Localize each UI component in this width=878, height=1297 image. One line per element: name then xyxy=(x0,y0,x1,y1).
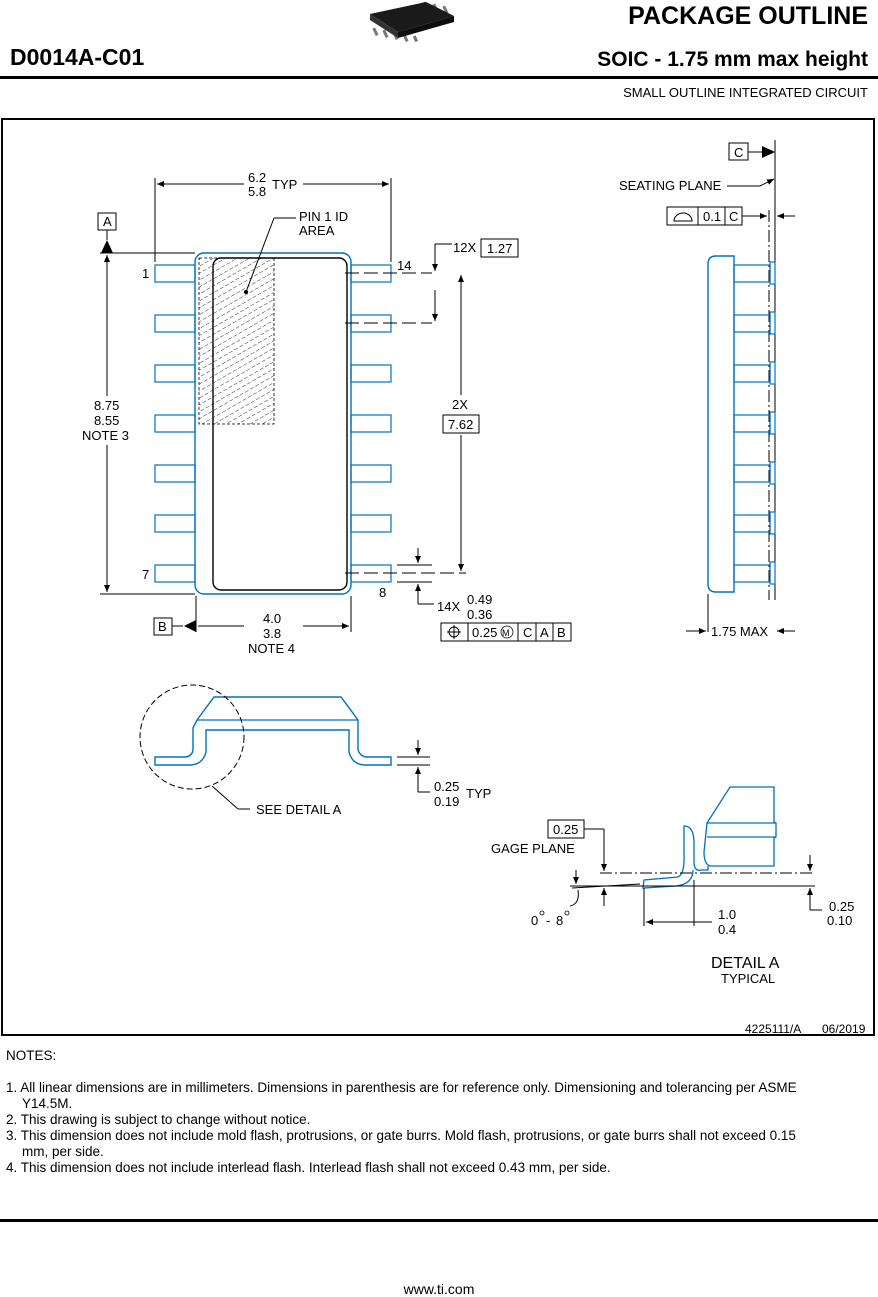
drawing-id: 4225111/A xyxy=(745,1022,801,1036)
datum-a-label: A xyxy=(103,214,112,229)
pin1-label-line2: AREA xyxy=(299,223,335,238)
side-view: C SEATING PLANE 0.1 C xyxy=(619,140,795,639)
max-height-label: 1.75 MAX xyxy=(711,624,768,639)
fcf-datum-b: B xyxy=(557,625,566,640)
flatness-value: 0.1 xyxy=(703,209,721,224)
span-box xyxy=(442,414,480,434)
footer-link[interactable]: www.ti.com xyxy=(403,1281,475,1297)
profile-symbol-icon xyxy=(673,212,693,222)
detail-title: DETAIL A xyxy=(711,955,780,972)
angle-end: 8 xyxy=(556,913,563,928)
pin-14-label: 14 xyxy=(397,258,411,273)
front-view: SEE DETAIL A 0.25 0.19 TYP xyxy=(139,684,491,817)
left-leads xyxy=(154,264,196,583)
gage-plane-label: GAGE PLANE xyxy=(491,841,575,856)
header-rule xyxy=(0,76,878,79)
note-3: 3. This dimension does not include mold … xyxy=(6,1128,796,1159)
notes-heading: NOTES: xyxy=(6,1048,57,1063)
see-detail-label: SEE DETAIL A xyxy=(256,802,342,817)
pitch-value: 1.27 xyxy=(487,241,512,256)
pin-8-label: 8 xyxy=(379,585,386,600)
pitch-box xyxy=(480,238,519,258)
footer-rule xyxy=(0,1219,878,1222)
right-leads xyxy=(350,264,392,583)
fcf-datum-a: A xyxy=(540,625,549,640)
top-view: 1 14 7 8 6.2 5.8 TYP PIN 1 ID AREA A 8.7… xyxy=(82,170,572,656)
detail-a-view: 0.25 GAGE PLANE 0 - 8 1.0 0.4 0.25 0.10 … xyxy=(491,786,854,986)
note-4: 4. This dimension does not include inter… xyxy=(6,1160,611,1175)
length-max: 8.75 xyxy=(94,398,119,413)
foot-length-min: 0.4 xyxy=(718,922,736,937)
lead-count: 14X xyxy=(437,599,460,614)
lead-width-min: 0.36 xyxy=(467,607,492,622)
fcf-datum-c: C xyxy=(523,625,532,640)
datum-b-label: B xyxy=(158,619,167,634)
pin1-label-line1: PIN 1 ID xyxy=(299,209,348,224)
flatness-datum: C xyxy=(729,209,738,224)
width-typ: TYP xyxy=(272,177,297,192)
svg-text:-: - xyxy=(546,913,550,928)
span-value: 7.62 xyxy=(448,417,473,432)
lead-thickness-max: 0.25 xyxy=(434,779,459,794)
fcf-tolerance: 0.25 xyxy=(472,625,497,640)
package-code: D0014A-C01 xyxy=(10,44,145,70)
detail-a-callout-circle xyxy=(139,684,245,790)
pin1-id-area xyxy=(198,257,275,425)
pin-1-label: 1 xyxy=(142,266,149,281)
side-body xyxy=(707,255,735,593)
lead-thickness-min: 0.19 xyxy=(434,794,459,809)
lead-width-max: 0.49 xyxy=(467,592,492,607)
body-width-note: NOTE 4 xyxy=(248,641,295,656)
pin-7-label: 7 xyxy=(142,567,149,582)
drawing-date: 06/2019 xyxy=(822,1022,866,1036)
gage-value: 0.25 xyxy=(553,822,578,837)
pitch-count: 12X xyxy=(453,240,476,255)
foot-length-max: 1.0 xyxy=(718,907,736,922)
seating-plane-label: SEATING PLANE xyxy=(619,178,722,193)
package-description: SMALL OUTLINE INTEGRATED CIRCUIT xyxy=(623,85,868,100)
body-width-min: 3.8 xyxy=(263,626,281,641)
svg-text:M: M xyxy=(502,628,510,638)
package-subtitle: SOIC - 1.75 mm max height xyxy=(597,48,868,71)
note-1: 1. All linear dimensions are in millimet… xyxy=(6,1080,797,1111)
side-leads xyxy=(733,261,776,585)
package-body xyxy=(194,252,352,595)
chip-thumbnail-icon xyxy=(370,1,454,42)
mmc-symbol-icon xyxy=(500,625,514,639)
datum-c-label: C xyxy=(734,145,743,160)
notes-section: NOTES: 1. All linear dimensions are in m… xyxy=(6,1048,802,1176)
span-count: 2X xyxy=(452,397,468,412)
page-title: PACKAGE OUTLINE xyxy=(628,2,868,30)
drawing-frame xyxy=(1,118,875,1036)
standoff-max: 0.25 xyxy=(829,899,854,914)
width-max: 6.2 xyxy=(248,170,266,185)
body-width-max: 4.0 xyxy=(263,611,281,626)
width-min: 5.8 xyxy=(248,184,266,199)
lead-thickness-typ: TYP xyxy=(466,786,491,801)
angle-start: 0 xyxy=(531,913,538,928)
length-note: NOTE 3 xyxy=(82,428,129,443)
position-tolerance-frame: 0.25 M C A B xyxy=(440,622,572,642)
detail-subtitle: TYPICAL xyxy=(721,971,775,986)
note-2: 2. This drawing is subject to change wit… xyxy=(6,1112,311,1127)
length-min: 8.55 xyxy=(94,413,119,428)
standoff-min: 0.10 xyxy=(827,913,852,928)
